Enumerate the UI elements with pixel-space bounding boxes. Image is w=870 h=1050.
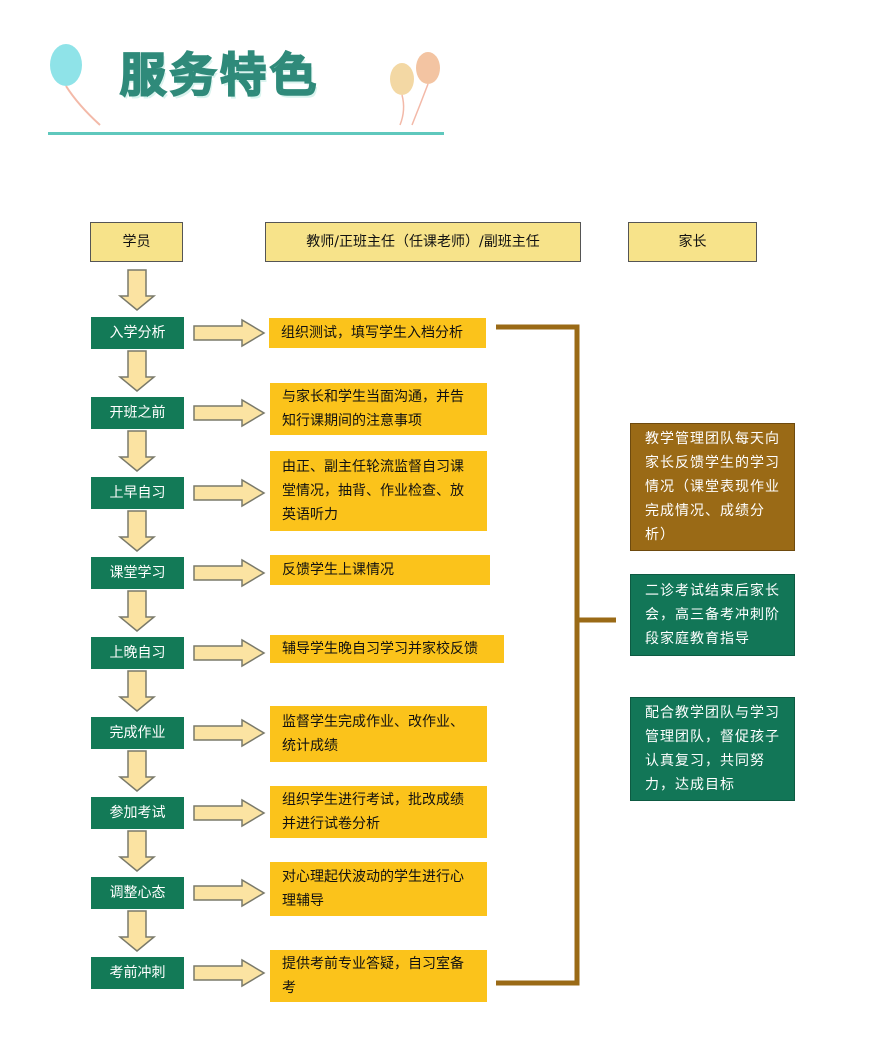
right-arrow-icon [193,398,266,428]
right-arrow-icon [193,318,266,348]
down-arrow-icon [117,510,157,552]
right-arrow-icon [193,478,266,508]
right-arrow-icon [193,558,266,588]
action-box-9: 提供考前专业答疑，自习室备考 [270,950,487,1002]
down-arrow-icon [117,430,157,472]
step-box-5: 上晚自习 [91,637,184,669]
down-arrow-icon [117,910,157,952]
down-arrow-icon [117,350,157,392]
step-box-2: 开班之前 [91,397,184,429]
step-box-1: 入学分析 [91,317,184,349]
right-arrow-icon [193,638,266,668]
header-parent: 家长 [628,222,757,262]
step-box-6: 完成作业 [91,717,184,749]
step-box-9: 考前冲刺 [91,957,184,989]
step-box-7: 参加考试 [91,797,184,829]
action-box-5: 辅导学生晚自习学习并家校反馈 [270,635,504,663]
action-box-2: 与家长和学生当面沟通，并告知行课期间的注意事项 [270,383,487,435]
balloons-decoration [50,44,440,126]
title-underline [48,132,444,135]
page-title: 服务特色 [119,48,320,102]
parent-item-3: 配合教学团队与学习管理团队，督促孩子认真复习，共同努力，达成目标 [630,697,795,801]
right-arrow-icon [193,718,266,748]
down-arrow-icon [117,269,157,311]
down-arrow-icon [117,590,157,632]
right-arrow-icon [193,878,266,908]
action-box-4: 反馈学生上课情况 [270,555,490,585]
right-arrow-icon [193,958,266,988]
header-student: 学员 [90,222,183,262]
action-box-7: 组织学生进行考试，批改成绩并进行试卷分析 [270,786,487,838]
down-arrow-icon [117,830,157,872]
down-arrow-icon [117,750,157,792]
bracket-connector [496,324,616,986]
right-arrow-icon [193,798,266,828]
balloon-right-icon [390,52,440,126]
parent-item-2: 二诊考试结束后家长会，高三备考冲刺阶段家庭教育指导 [630,574,795,656]
step-box-4: 课堂学习 [91,557,184,589]
parent-item-1: 教学管理团队每天向家长反馈学生的学习情况（课堂表现作业完成情况、成绩分析） [630,423,795,551]
step-box-8: 调整心态 [91,877,184,909]
action-box-8: 对心理起伏波动的学生进行心理辅导 [270,862,487,916]
action-box-6: 监督学生完成作业、改作业、统计成绩 [270,706,487,762]
action-box-3: 由正、副主任轮流监督自习课堂情况，抽背、作业检查、放英语听力 [270,451,487,531]
balloon-left-icon [50,44,101,126]
step-box-3: 上早自习 [91,477,184,509]
action-box-1: 组织测试，填写学生入档分析 [269,318,486,348]
header-teacher: 教师/正班主任（任课老师）/副班主任 [265,222,581,262]
down-arrow-icon [117,670,157,712]
